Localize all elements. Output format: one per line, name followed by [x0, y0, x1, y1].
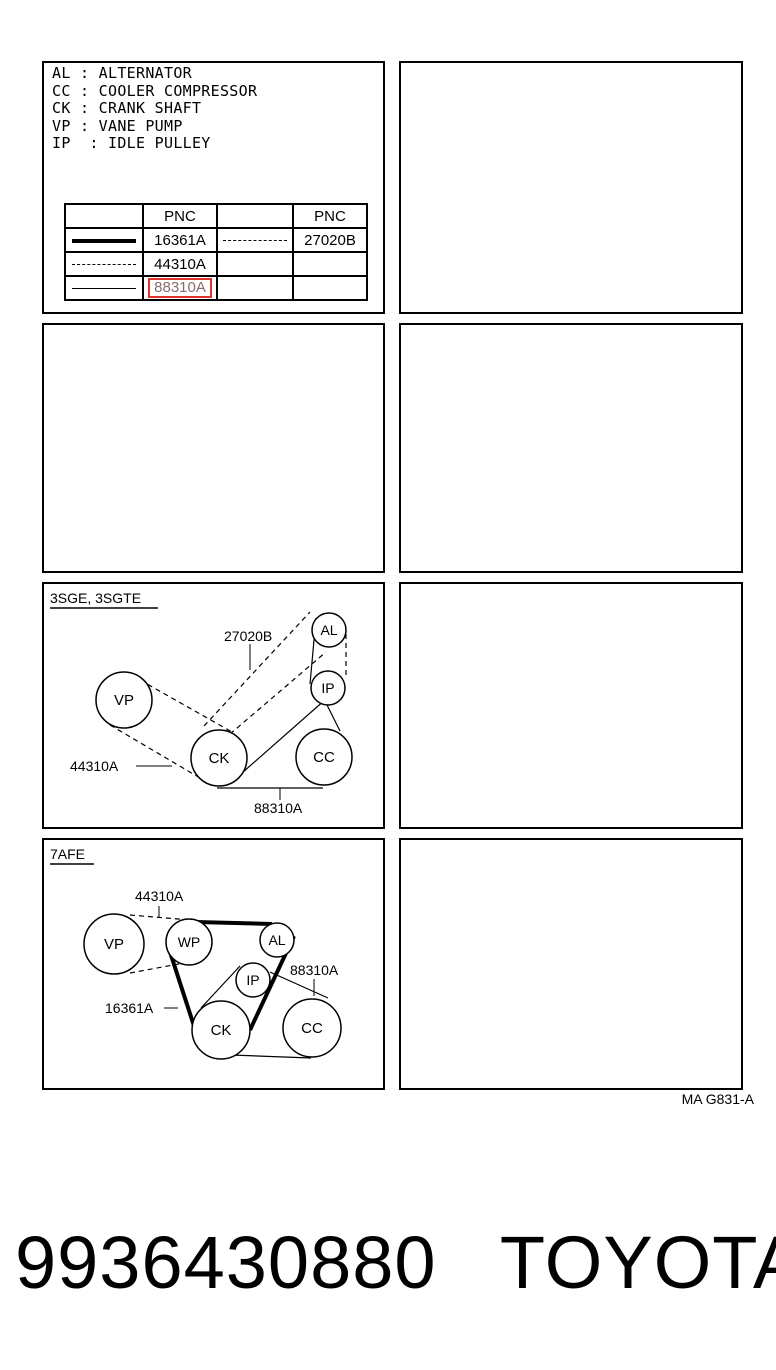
line-sample-dash — [216, 227, 294, 253]
legend-name: COOLER COMPRESSOR — [98, 81, 258, 100]
pulley-label: CK — [209, 750, 230, 767]
part-number[interactable]: 9936430880 — [15, 1221, 437, 1304]
legend-item-ck: CK : CRANK SHAFT — [52, 99, 257, 118]
legend-abbr: VP — [52, 116, 71, 135]
legend-name: IDLE PULLEY — [108, 134, 211, 152]
pulley-wp — [165, 918, 213, 966]
callout-88310a: 88310A — [254, 800, 303, 816]
pnc-table-header-row: PNC PNC — [64, 203, 368, 229]
pulley-label: VP — [114, 692, 134, 709]
pnc-header: PNC — [142, 203, 218, 229]
legend-list: AL : ALTERNATOR CC : COOLER COMPRESSOR C… — [52, 64, 258, 153]
legend-sep: : — [70, 81, 99, 100]
pulley-label: VP — [104, 936, 124, 953]
diagram-panel-7afe: 7AFE VP WP AL IP CK CC 4431 — [42, 838, 385, 1090]
pulley-al — [259, 922, 295, 958]
legend-name: CRANK SHAFT — [98, 99, 202, 117]
pnc-header-2: PNC — [292, 203, 368, 229]
legend-item-cc: CC : COOLER COMPRESSOR — [52, 81, 258, 101]
pulley-ip — [235, 962, 271, 998]
empty-cell — [216, 251, 294, 277]
highlighted-pnc[interactable]: 88310A — [148, 278, 212, 298]
pnc-header-blank — [64, 203, 144, 229]
callout-16361a: 16361A — [105, 1000, 154, 1016]
figure-code: MA G831-A — [681, 1091, 754, 1107]
pulley-cc — [295, 728, 353, 786]
callout-44310a: 44310A — [135, 888, 184, 904]
pulley-label: CC — [301, 1020, 323, 1037]
legend-abbr: IP — [52, 134, 71, 152]
legend-name: VANE PUMP — [98, 116, 183, 135]
legend-item-vp: VP : VANE PUMP — [52, 116, 257, 136]
diagram-title: 7AFE — [50, 846, 85, 862]
legend-panel: AL : ALTERNATOR CC : COOLER COMPRESSOR C… — [42, 61, 385, 314]
empty-cell — [292, 251, 368, 277]
line-sample-thin — [64, 275, 144, 301]
legend-sep: : — [70, 99, 99, 117]
pulley-vp — [95, 671, 153, 729]
pnc-cell[interactable]: 44310A — [142, 251, 218, 277]
legend-sep: : — [70, 64, 99, 82]
callout-88310a: 88310A — [290, 962, 339, 978]
legend-item-ip: IP : IDLE PULLEY — [52, 134, 257, 153]
line-sample-thick — [64, 227, 144, 253]
empty-cell — [216, 275, 294, 301]
empty-panel-r1 — [399, 61, 743, 314]
pulley-label: AL — [268, 932, 285, 948]
pnc-table: PNC PNC 16361A 27020B 44310A 88310A — [64, 203, 368, 301]
empty-panel-l2 — [42, 323, 385, 573]
brand-name: TOYOTA — [499, 1221, 776, 1304]
pulley-al — [311, 612, 347, 648]
pulley-ip — [310, 670, 346, 706]
legend-name: ALTERNATOR — [98, 64, 192, 82]
callout-27020b: 27020B — [224, 628, 272, 644]
pnc-cell[interactable]: 16361A — [142, 227, 218, 253]
table-row: 44310A — [64, 251, 368, 277]
empty-cell — [292, 275, 368, 301]
callout-44310a: 44310A — [70, 758, 119, 774]
diagram-title: 3SGE, 3SGTE — [50, 590, 141, 606]
legend-abbr: CK — [52, 99, 71, 117]
table-row: 16361A 27020B — [64, 227, 368, 253]
empty-panel-r4 — [399, 838, 743, 1090]
legend-abbr: AL — [52, 64, 71, 82]
pulley-label: AL — [320, 622, 337, 638]
pulley-ck — [190, 729, 248, 787]
legend-sep: : — [70, 134, 108, 152]
pulley-cc — [282, 998, 342, 1058]
pulley-label: IP — [246, 972, 259, 988]
pulley-label: WP — [178, 934, 201, 950]
line-sample-dash — [64, 251, 144, 277]
pulley-ck — [191, 1000, 251, 1060]
pulley-vp — [83, 913, 145, 975]
diagram-panel-3sge: 3SGE, 3SGTE VP CK AL IP CC 27 — [42, 582, 385, 829]
table-row: 88310A — [64, 275, 368, 301]
legend-abbr: CC — [52, 81, 71, 100]
pulley-label: IP — [321, 680, 334, 696]
empty-panel-r2 — [399, 323, 743, 573]
pnc-header-blank-2 — [216, 203, 294, 229]
pnc-cell-highlighted[interactable]: 88310A — [142, 275, 218, 301]
part-footer: 9936430880 TOYOTA — [15, 1218, 776, 1308]
pulley-label: CC — [313, 749, 335, 766]
pnc-cell[interactable]: 27020B — [292, 227, 368, 253]
legend-sep: : — [70, 116, 99, 135]
legend-item-al: AL : ALTERNATOR — [52, 64, 257, 83]
belt-diagram-3sge: 3SGE, 3SGTE VP CK AL IP CC 27 — [50, 590, 353, 816]
belt-27020b — [203, 611, 347, 735]
empty-panel-r3 — [399, 582, 743, 829]
belt-diagram-7afe: 7AFE VP WP AL IP CK CC 4431 — [50, 846, 342, 1060]
pulley-label: CK — [211, 1022, 232, 1039]
